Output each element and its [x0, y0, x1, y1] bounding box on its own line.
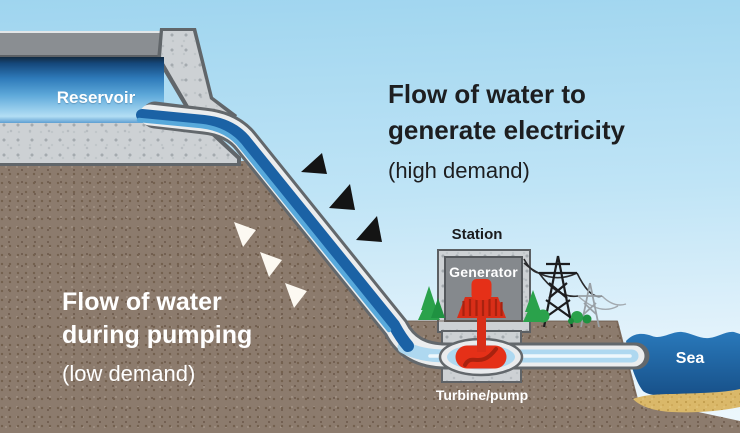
reservoir-label: Reservoir	[56, 88, 136, 107]
sea-label: Sea	[675, 350, 705, 367]
pumping-line1: Flow of water	[62, 288, 222, 316]
pumping-note: (low demand)	[62, 361, 196, 386]
power-lines	[523, 258, 627, 310]
transmission-tower-rear-icon	[578, 282, 602, 328]
pumping-annotation: Flow of water during pumping (low demand…	[62, 286, 252, 387]
transmission-tower-icon	[539, 255, 577, 328]
generation-note: (high demand)	[388, 158, 530, 183]
generation-line2: generate electricity	[388, 115, 626, 145]
generator-shaft	[477, 296, 486, 352]
generator-label: Generator	[449, 264, 518, 280]
sea-water	[626, 331, 740, 398]
station-label: Station	[451, 226, 503, 243]
reservoir-water	[0, 57, 164, 123]
generation-annotation: Flow of water to generate electricity (h…	[388, 76, 625, 184]
tree-icons	[418, 286, 592, 324]
pumping-line2: during pumping	[62, 321, 253, 349]
generator-rotor	[457, 279, 506, 318]
penstock-pipe	[136, 101, 650, 370]
pumping-flow-arrow-icons	[234, 222, 307, 308]
turbine	[455, 345, 507, 369]
turbine-pump-label: Turbine/pump	[435, 387, 529, 403]
dam-crest-wall	[0, 31, 169, 58]
generation-flow-arrow-icons	[301, 153, 382, 242]
seabed-sand	[633, 389, 740, 413]
generation-line1: Flow of water to	[388, 79, 586, 109]
